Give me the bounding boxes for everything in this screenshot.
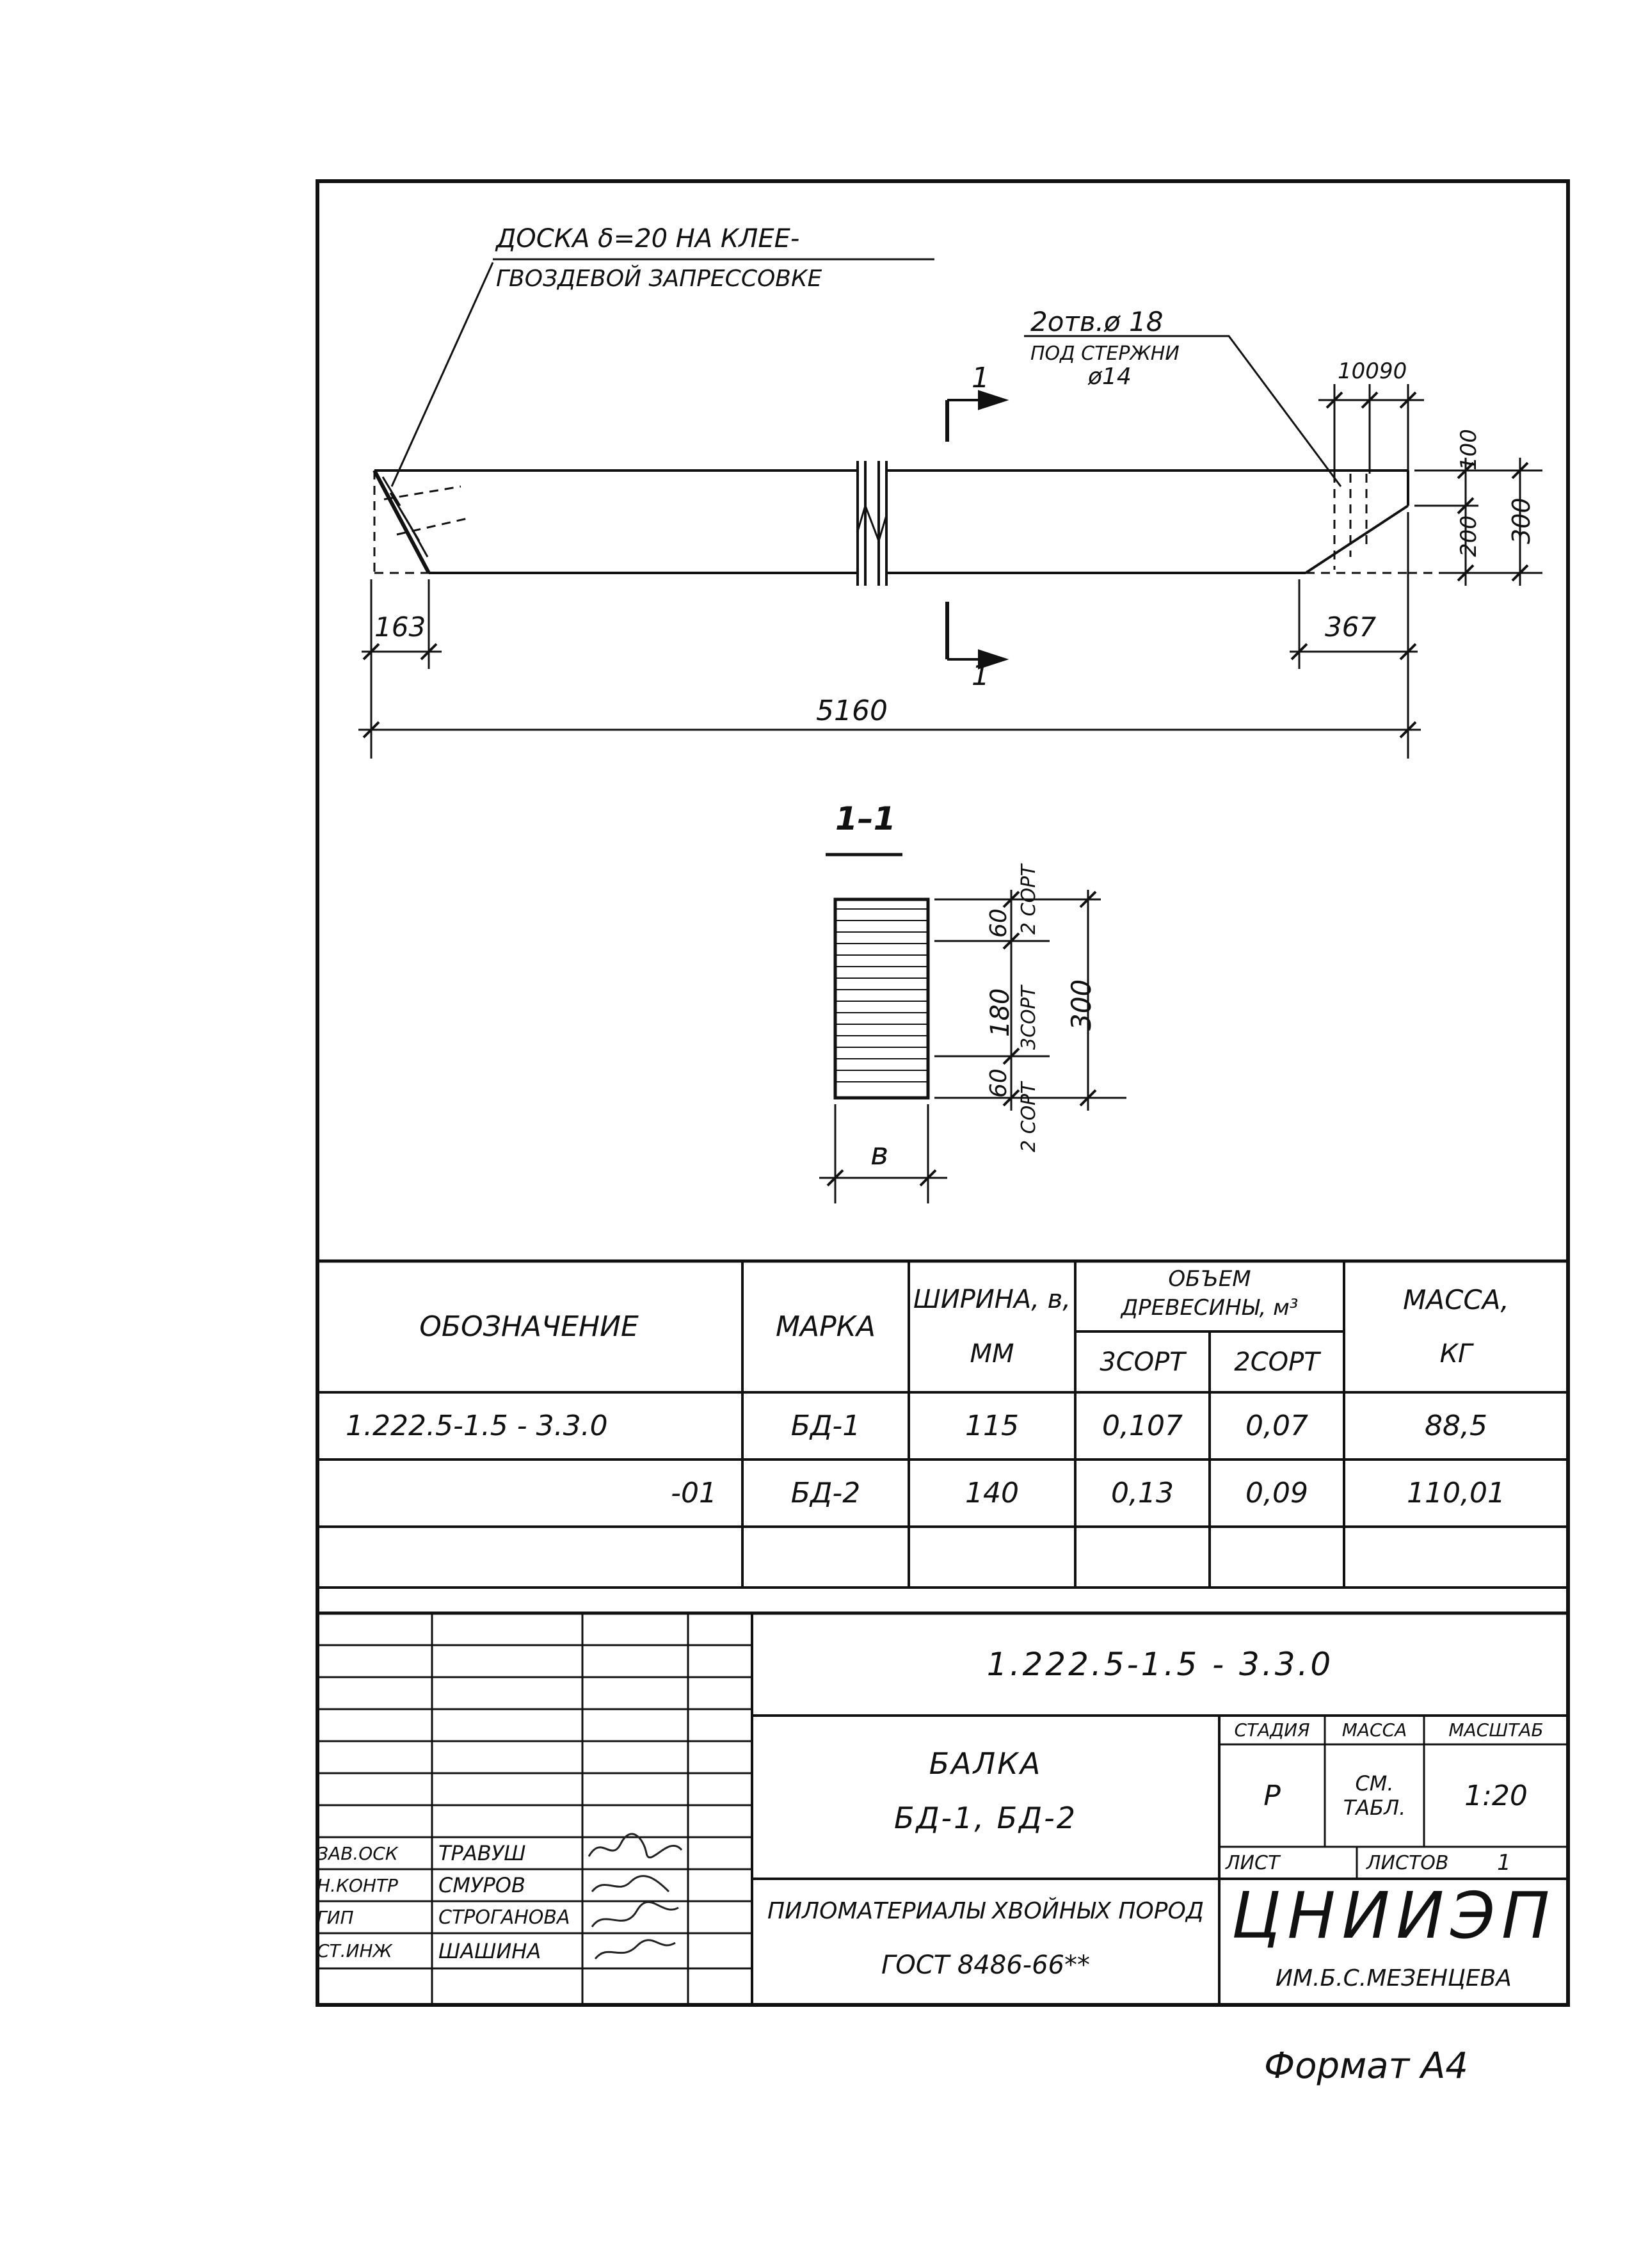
section-mark-bottom: 1 bbox=[972, 659, 989, 692]
row1-mass: 88,5 bbox=[1425, 1410, 1487, 1442]
col-mass: МАССА, bbox=[1403, 1283, 1509, 1315]
sheets-label: ЛИСТОВ bbox=[1366, 1851, 1449, 1874]
mass-value: СМ. ТАБЛ. bbox=[1343, 1771, 1406, 1820]
row2-width: 140 bbox=[965, 1477, 1019, 1509]
format-label: Формат А4 bbox=[1264, 2045, 1468, 2087]
scale-value: 1:20 bbox=[1464, 1779, 1528, 1812]
sheets-count: 1 bbox=[1497, 1850, 1511, 1876]
sdim-60-top: 60 bbox=[986, 908, 1012, 938]
col-mass-unit: КГ bbox=[1439, 1339, 1473, 1369]
col-width-unit: ММ bbox=[970, 1339, 1014, 1369]
grade-3: 3СОРТ bbox=[1018, 985, 1040, 1050]
col-width: ШИРИНА, в, bbox=[913, 1285, 1071, 1314]
dim-367: 367 bbox=[1325, 611, 1377, 643]
dim-163: 163 bbox=[374, 611, 426, 643]
sheet-label: ЛИСТ bbox=[1226, 1851, 1280, 1874]
signer-role: СТ.ИНЖ bbox=[317, 1940, 392, 1961]
grade-2-bottom: 2 СОРТ bbox=[1018, 1082, 1040, 1152]
sdim-180: 180 bbox=[986, 988, 1015, 1037]
sdim-300: 300 bbox=[1066, 979, 1097, 1031]
signer-name: СМУРОВ bbox=[438, 1873, 525, 1897]
row2-designation: -01 bbox=[671, 1477, 717, 1509]
org-logo: ЦНИИЭП bbox=[1231, 1878, 1557, 1953]
signer-name: СТРОГАНОВА bbox=[438, 1906, 570, 1929]
section-mark-top: 1 bbox=[972, 362, 989, 394]
holes-note-line3: ø14 bbox=[1088, 364, 1132, 390]
row2-mark: БД-2 bbox=[790, 1477, 861, 1509]
row1-volume3: 0,107 bbox=[1102, 1410, 1183, 1442]
row2-volume3: 0,13 bbox=[1111, 1477, 1174, 1509]
product-name-2: БД-1, БД-2 bbox=[894, 1801, 1077, 1835]
sdim-60-bottom: 60 bbox=[986, 1068, 1012, 1098]
signer-role: ЗАВ.ОСК bbox=[317, 1842, 398, 1864]
material-line-2: ГОСТ 8486-66** bbox=[881, 1950, 1090, 1980]
col-volume: ОБЪЕМ bbox=[1168, 1266, 1251, 1292]
row1-designation: 1.222.5-1.5 - 3.3.0 bbox=[346, 1410, 608, 1442]
dim-100-top: 100 bbox=[1338, 358, 1379, 384]
signer-name: ТРАВУШ bbox=[438, 1841, 526, 1865]
dim-200: 200 bbox=[1456, 515, 1482, 557]
holes-note-line1: 2отв.ø 18 bbox=[1030, 306, 1164, 337]
board-note-line1: ДОСКА δ=20 НА КЛЕЕ- bbox=[496, 224, 800, 253]
dim-300: 300 bbox=[1507, 497, 1535, 544]
signer-role: Н.КОНТР bbox=[317, 1874, 398, 1896]
dim-100-side: 100 bbox=[1456, 429, 1482, 470]
org-name: ИМ.Б.С.МЕЗЕНЦЕВА bbox=[1276, 1965, 1512, 1991]
col-designation: ОБОЗНАЧЕНИЕ bbox=[419, 1310, 639, 1343]
row1-mark: БД-1 bbox=[790, 1410, 861, 1442]
col-mark: МАРКА bbox=[776, 1310, 876, 1343]
row2-volume2: 0,09 bbox=[1245, 1477, 1308, 1509]
row2-mass: 110,01 bbox=[1407, 1477, 1505, 1509]
mass-label: МАССА bbox=[1341, 1719, 1407, 1741]
material-line-1: ПИЛОМАТЕРИАЛЫ ХВОЙНЫХ ПОРОД bbox=[767, 1897, 1204, 1924]
col-grade3: 3СОРТ bbox=[1100, 1347, 1185, 1377]
sdim-width-b: в bbox=[870, 1136, 889, 1172]
signer-role: ГИП bbox=[317, 1906, 354, 1928]
grade-2-top: 2 СОРТ bbox=[1018, 864, 1040, 935]
sheet-frame bbox=[316, 179, 1570, 2007]
col-grade2: 2СОРТ bbox=[1234, 1347, 1320, 1377]
dim-5160: 5160 bbox=[816, 695, 888, 727]
doc-code: 1.222.5-1.5 - 3.3.0 bbox=[986, 1646, 1334, 1683]
signature-marks bbox=[588, 1833, 683, 1959]
col-volume-2: ДРЕВЕСИНЫ, м³ bbox=[1121, 1295, 1299, 1321]
board-note-line2: ГВОЗДЕВОЙ ЗАПРЕССОВКЕ bbox=[496, 266, 822, 292]
stage-value: Р bbox=[1263, 1779, 1281, 1812]
scale-label: МАСШТАБ bbox=[1448, 1719, 1544, 1741]
holes-note-line2: ПОД СТЕРЖНИ bbox=[1030, 342, 1180, 365]
product-name-1: БАЛКА bbox=[929, 1746, 1043, 1781]
section-title: 1–1 bbox=[835, 800, 896, 837]
dim-90: 90 bbox=[1379, 358, 1407, 384]
signer-name: ШАШИНА bbox=[438, 1938, 541, 1963]
stage-label: СТАДИЯ bbox=[1234, 1719, 1310, 1741]
row1-width: 115 bbox=[965, 1410, 1019, 1442]
row1-volume2: 0,07 bbox=[1245, 1410, 1308, 1442]
